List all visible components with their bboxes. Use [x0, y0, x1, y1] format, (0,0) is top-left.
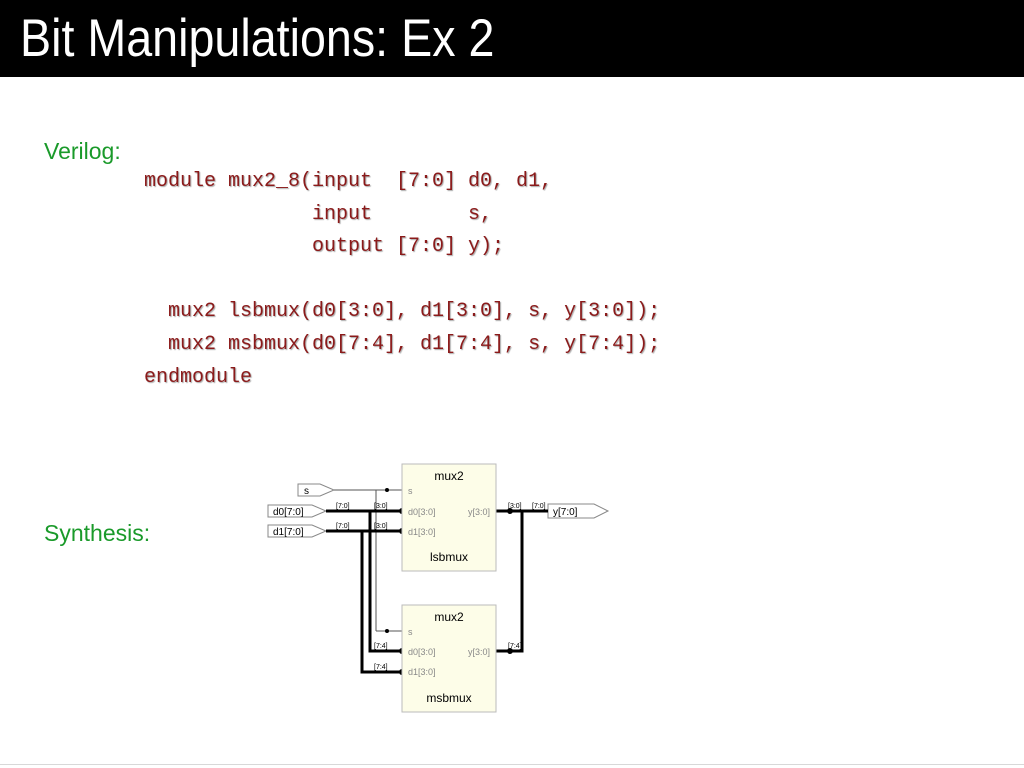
code-line — [144, 264, 660, 297]
code-line: endmodule — [144, 365, 253, 389]
port-s-label: s — [408, 486, 413, 496]
block-instance-name: lsbmux — [430, 550, 468, 564]
code-line: module mux2_8(input [7:0] d0, d1, — [144, 170, 553, 193]
verilog-label: Verilog: — [44, 138, 121, 164]
port-y-label: y[3:0] — [468, 507, 490, 517]
lsbmux-block: mux2 s d0[3:0] d1[3:0] y[3:0] lsbmux — [401, 463, 497, 572]
port-d0-label: d0[3:0] — [408, 647, 436, 657]
wire-label-msb-d1: [7:4] — [374, 664, 388, 671]
input-port-d1 — [267, 524, 328, 538]
junction-dot — [507, 648, 513, 654]
wire-label-lsb-y: [3:0] — [508, 503, 522, 510]
input-port-s-label: s — [304, 486, 309, 497]
port-s-label: s — [408, 627, 413, 637]
input-buses — [326, 509, 402, 674]
wire-label-lsb-d1: [3:0] — [374, 523, 388, 530]
input-port-s — [297, 483, 336, 497]
wire-label-d1-bus: [7:0] — [336, 523, 350, 530]
junction-dot — [385, 629, 389, 633]
wire-label-out-bus: [7:0] — [532, 503, 546, 510]
output-buses — [496, 509, 548, 653]
block-instance-name: msbmux — [426, 691, 471, 705]
code-line: input s, — [144, 202, 493, 226]
junction-dot — [385, 488, 389, 492]
block-type-label: mux2 — [434, 469, 464, 483]
bottom-divider — [0, 764, 1024, 765]
wire-label-msb-d0: [7:4] — [374, 643, 388, 650]
output-port-y-label: y[7:0] — [553, 507, 578, 518]
verilog-code-block: module mux2_8(input [7:0] d0, d1, input … — [144, 166, 660, 394]
output-port-y — [547, 503, 610, 519]
synthesis-label: Synthesis: — [44, 520, 151, 546]
port-d1-label: d1[3:0] — [408, 667, 436, 677]
title-bar: Bit Manipulations: Ex 2 — [0, 0, 1024, 77]
input-port-d1-label: d1[7:0] — [273, 527, 304, 538]
wire-label-lsb-d0: [3:0] — [374, 503, 388, 510]
wire-label-d0-bus: [7:0] — [336, 503, 350, 510]
port-d1-label: d1[3:0] — [408, 527, 436, 537]
wire-label-msb-y: [7:4] — [508, 643, 522, 650]
port-y-label: y[3:0] — [468, 647, 490, 657]
junction-dot — [507, 508, 513, 514]
synthesis-schematic: s d0[7:0] d1[7:0] y[7:0] [7:0] [7:0] [3:… — [267, 463, 610, 713]
block-type-label: mux2 — [434, 610, 464, 624]
msbmux-block: mux2 s d0[3:0] d1[3:0] y[3:0] msbmux — [401, 604, 497, 713]
port-d0-label: d0[3:0] — [408, 507, 436, 517]
code-line: mux2 lsbmux(d0[3:0], d1[3:0], s, y[3:0])… — [144, 300, 661, 324]
input-port-d0-label: d0[7:0] — [273, 507, 304, 518]
input-port-d0 — [267, 504, 328, 518]
slide-title: Bit Manipulations: Ex 2 — [20, 9, 495, 68]
code-line: mux2 msbmux(d0[7:4], d1[7:4], s, y[7:4])… — [144, 332, 661, 356]
wire-labels: [7:0] [7:0] [3:0] [3:0] [3:0] [7:0] [7:4… — [336, 503, 546, 671]
code-line: output [7:0] y); — [144, 235, 505, 259]
